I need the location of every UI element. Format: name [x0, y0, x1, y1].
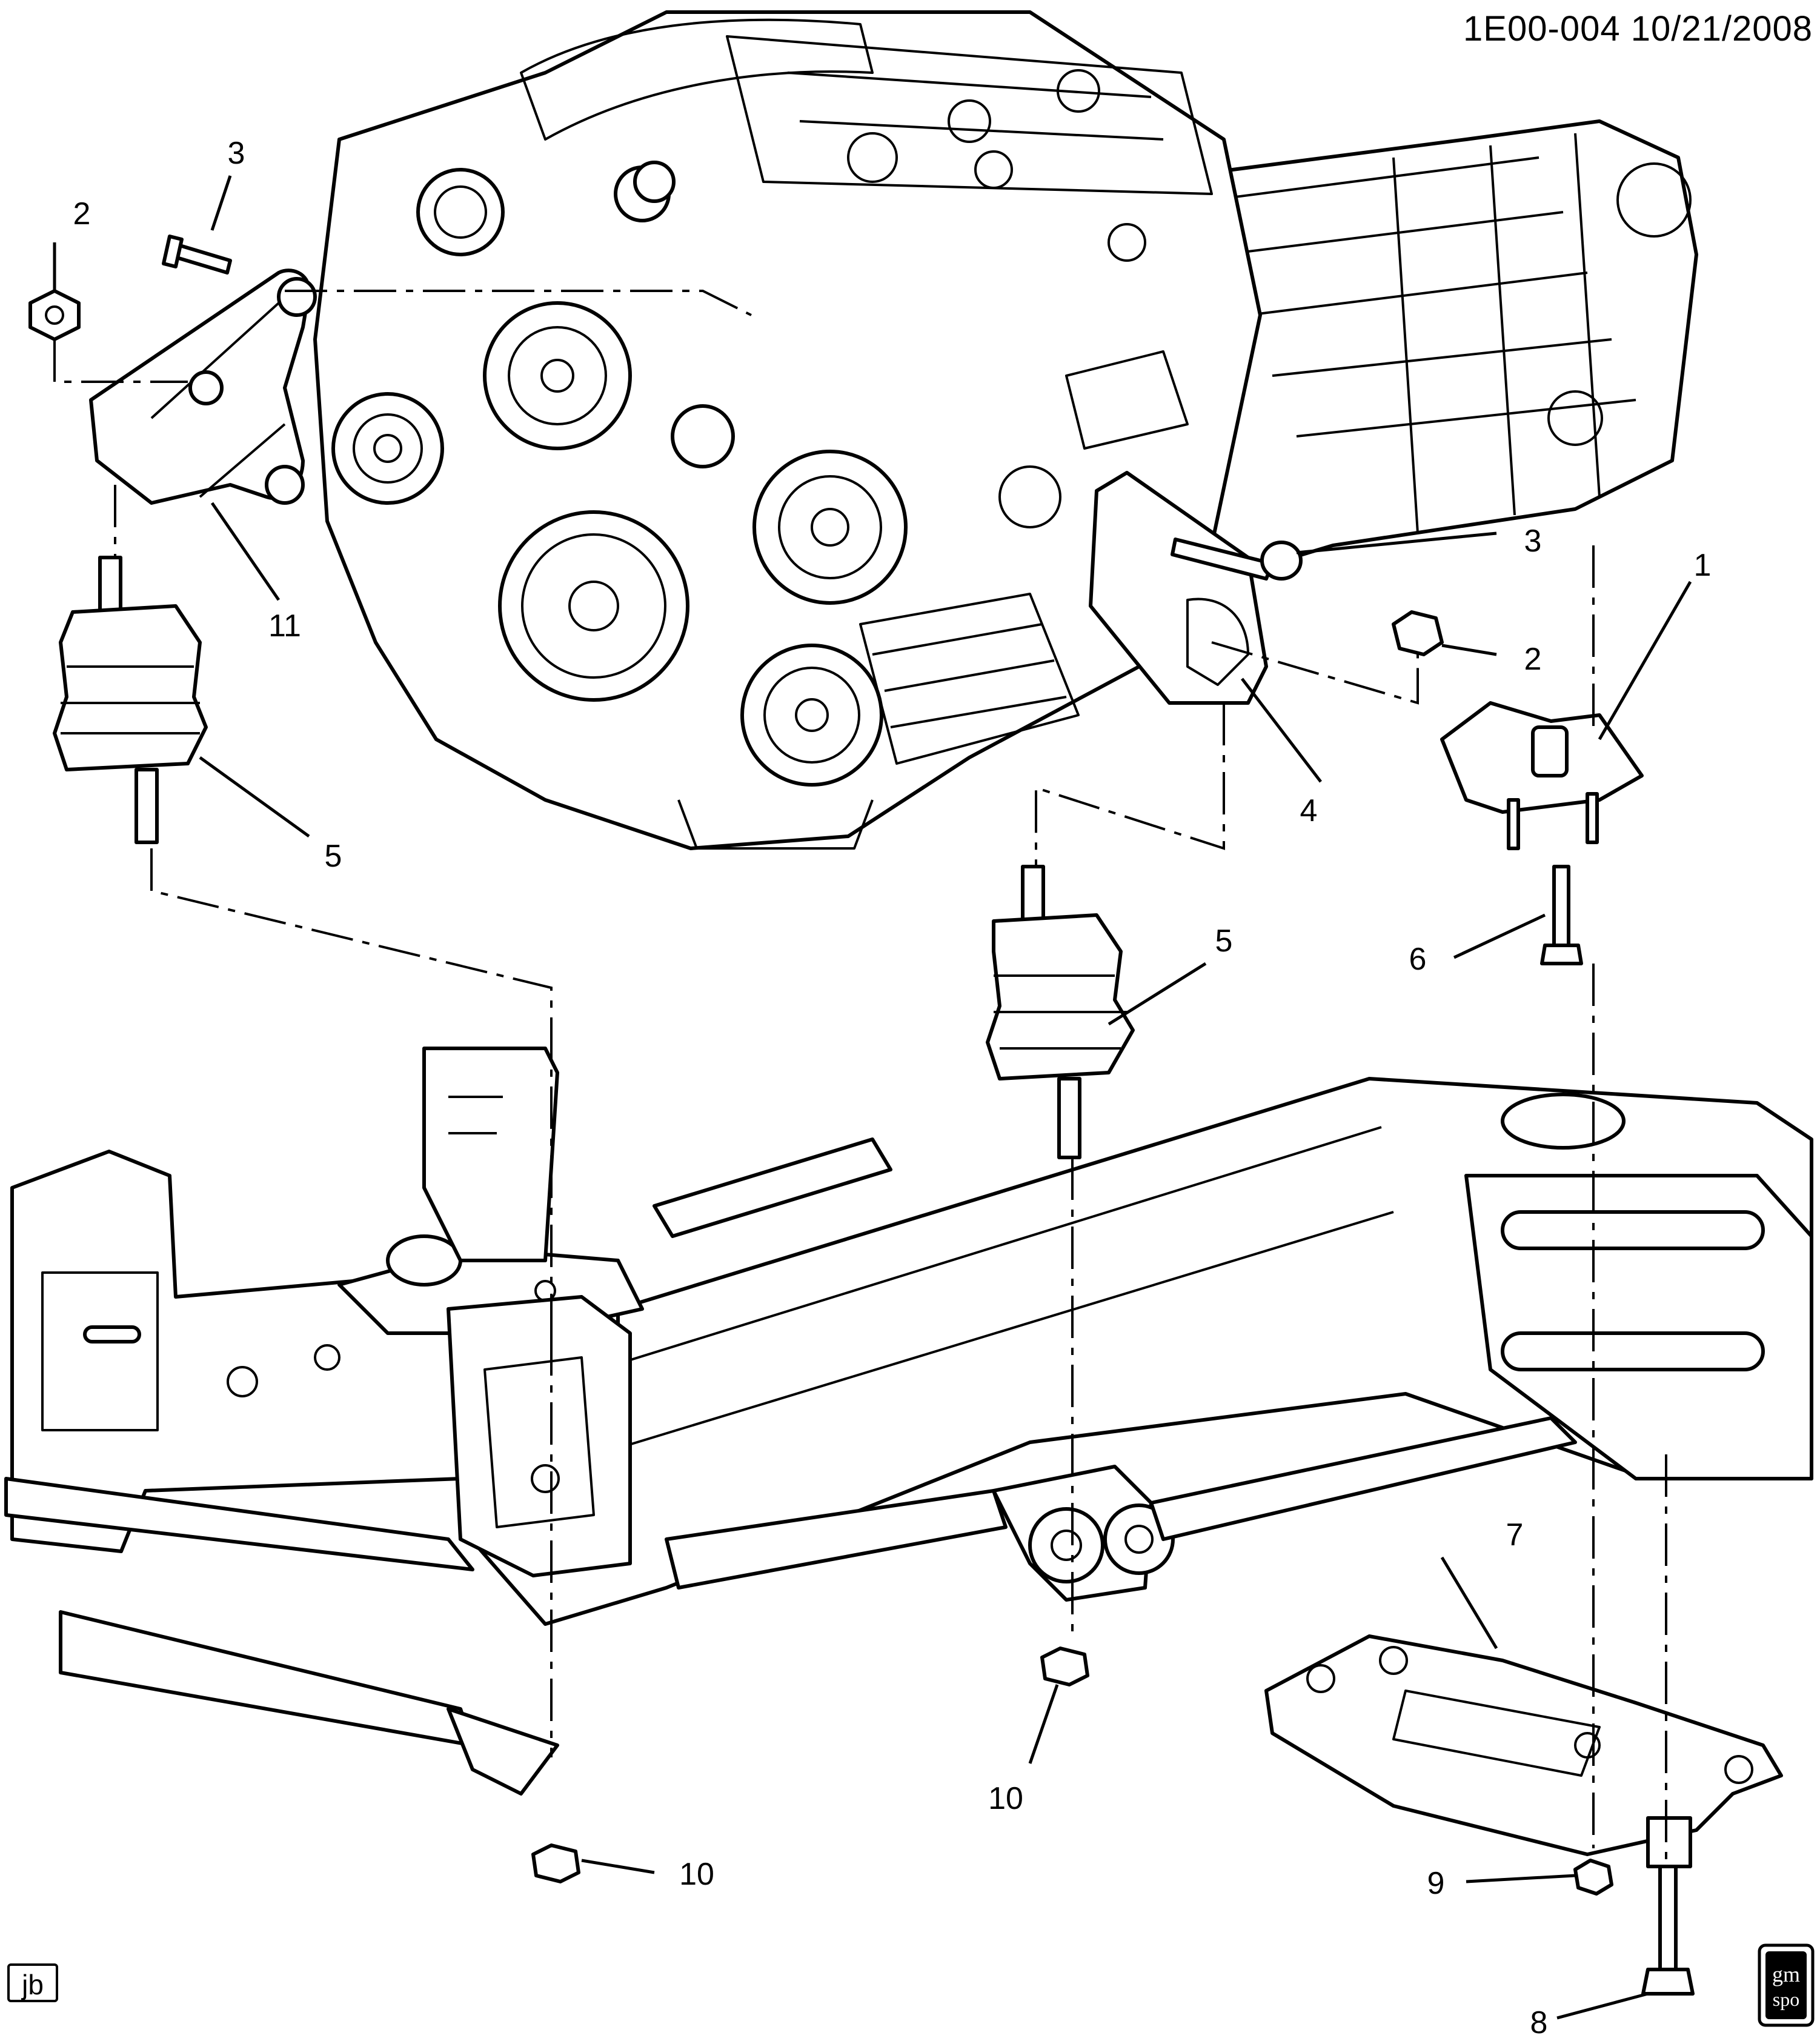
callout-4: 4 [1300, 793, 1318, 828]
callout-5-left: 5 [325, 839, 342, 874]
callout-1: 1 [1694, 548, 1712, 583]
callout-3-left: 3 [228, 136, 245, 171]
fastener-bolt-bottom [1641, 1865, 1695, 1996]
fastener-nut-front [531, 1843, 580, 1883]
callout-3-right: 3 [1524, 524, 1542, 559]
callout-11: 11 [268, 608, 301, 644]
callout-10-front: 10 [679, 1857, 714, 1892]
callout-10-center: 10 [988, 1781, 1023, 1816]
assembly-centerlines [53, 290, 1667, 1866]
callout-8: 8 [1530, 2005, 1548, 2040]
fastener-nut-center [1040, 1646, 1089, 1686]
callout-2-right: 2 [1524, 642, 1542, 677]
svg-text:spo: spo [1773, 1988, 1799, 2010]
callout-5-center: 5 [1215, 924, 1233, 959]
callout-9: 9 [1427, 1866, 1445, 1901]
gm-spo-badge: gm spo [1758, 1943, 1815, 2027]
callout-6: 6 [1409, 942, 1427, 977]
engine-mount-center [986, 865, 1135, 1159]
transmission-mount [1440, 701, 1644, 850]
artist-tag: jb [7, 1963, 58, 2002]
transmission-crossmember [1264, 1634, 1783, 1868]
fastener-nut-bottom [1573, 1859, 1613, 1896]
engine-mount-bracket-left [89, 268, 317, 505]
fastener-bolt-6 [1540, 865, 1583, 965]
svg-text:gm: gm [1772, 1962, 1800, 1986]
fastener-bolt-left [162, 235, 232, 275]
fastener-bolt-right [1171, 538, 1303, 581]
callout-2-left: 2 [73, 196, 91, 231]
callout-7: 7 [1506, 1517, 1524, 1553]
sheet-id: 1E00-004 10/21/2008 [1463, 9, 1813, 48]
fastener-nut-left [28, 289, 81, 341]
fastener-nut-right [1392, 610, 1444, 656]
callout-labels: 1 2 3 3 2 4 5 5 6 7 8 9 10 [53, 136, 1712, 2040]
engine-transmission-assembly [313, 10, 1698, 850]
vehicle-frame [4, 1047, 1813, 1796]
engine-mount-left [53, 556, 208, 844]
